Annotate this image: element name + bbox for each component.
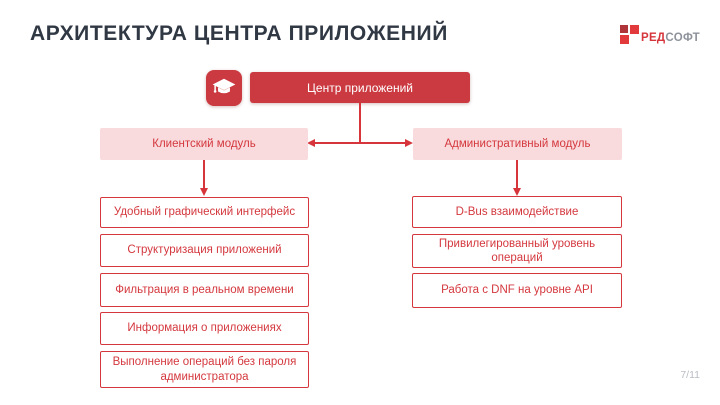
redsoft-logo-text: РЕДСОФТ — [640, 31, 700, 46]
arrowhead-admin-down-icon — [512, 188, 521, 196]
connector-root-stem — [359, 103, 361, 144]
connector-admin-stem — [516, 160, 518, 188]
node-app-center: Центр приложений — [250, 72, 470, 103]
logo-text-gray: СОФТ — [665, 31, 700, 44]
feature-client-no-password: Выполнение операций без пароля администр… — [100, 351, 309, 388]
node-admin-module: Административный модуль — [413, 128, 622, 160]
feature-admin-privileged: Привилегированный уровень операций — [412, 234, 622, 268]
logo-square-top — [629, 25, 639, 34]
node-client-module: Клиентский модуль — [100, 128, 308, 160]
arrowhead-left-icon — [307, 138, 315, 147]
feature-client-filtering: Фильтрация в реальном времени — [100, 273, 309, 307]
logo-square-bottom — [619, 35, 629, 44]
feature-admin-dnf-api: Работа с DNF на уровне API — [412, 273, 622, 308]
arrowhead-client-down-icon — [199, 188, 208, 196]
connector-client-stem — [203, 160, 205, 188]
redsoft-logo-icon — [619, 25, 640, 45]
feature-client-app-info: Информация о приложениях — [100, 312, 309, 345]
feature-admin-dbus: D-Bus взаимодействие — [412, 196, 622, 228]
logo-text-red: РЕД — [640, 31, 666, 44]
feature-client-structuring: Структуризация приложений — [100, 234, 309, 267]
connector-modules-line — [314, 142, 407, 144]
graduation-cap-icon — [206, 70, 242, 106]
logo-square-dark — [619, 25, 628, 33]
arrowhead-right-icon — [405, 138, 413, 147]
page-number: 7/11 — [680, 369, 700, 381]
slide-title: АРХИТЕКТУРА ЦЕНТРА ПРИЛОЖЕНИЙ — [30, 22, 448, 45]
feature-client-gui: Удобный графический интерфейс — [100, 197, 309, 228]
redsoft-logo: РЕДСОФТ — [619, 25, 700, 46]
